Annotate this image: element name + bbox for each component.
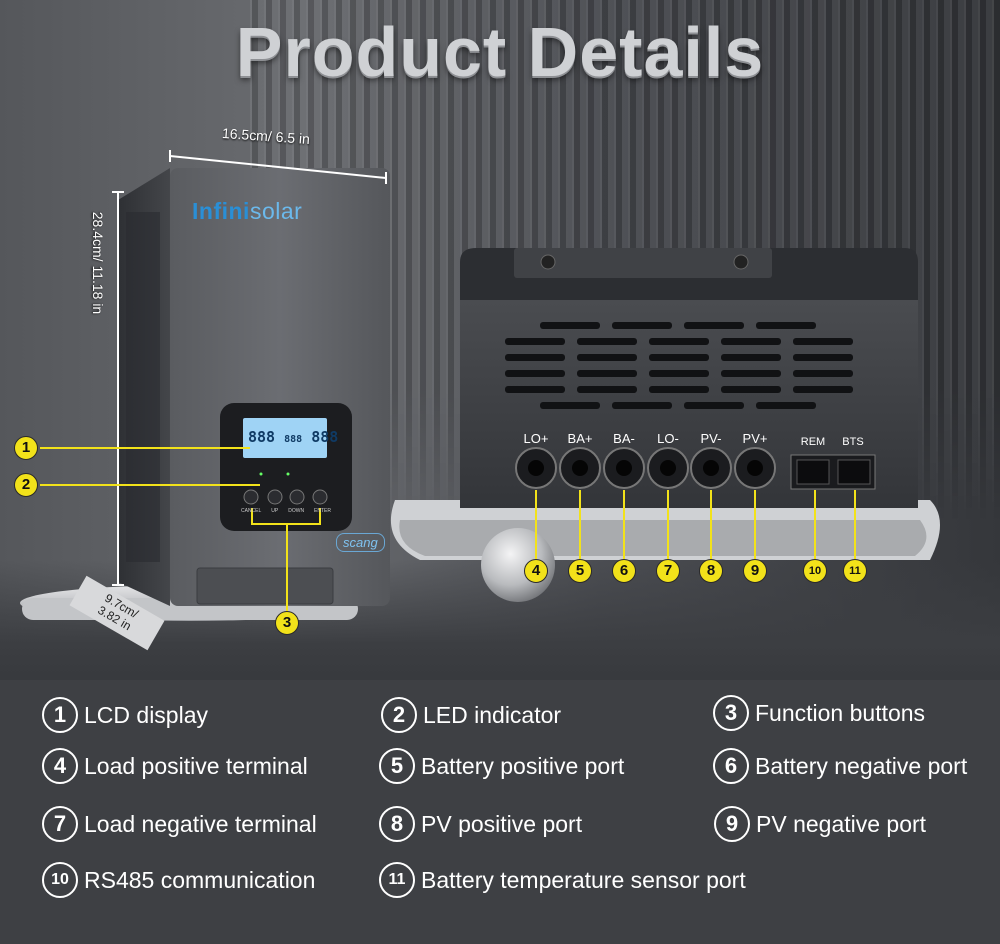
legend-panel-bg	[0, 680, 1000, 944]
legend-text-11: Battery temperature sensor port	[421, 866, 746, 893]
callout-lines	[40, 447, 856, 611]
legend-num-10: 10	[42, 862, 78, 898]
legend-num-9: 9	[714, 806, 750, 842]
legend-text-5: Battery positive port	[421, 752, 625, 779]
port-label-rem: REM	[800, 436, 826, 448]
legend-text-1: LCD display	[84, 701, 208, 728]
lcd-screen	[243, 418, 327, 458]
legend-text-7: Load negative terminal	[84, 810, 317, 837]
legend-text-3: Function buttons	[755, 699, 926, 726]
legend-text-9: PV negative port	[756, 810, 927, 837]
port-label-pv-plus: PV+	[742, 431, 768, 446]
legend-item-11: 11 Battery temperature sensor port	[379, 862, 746, 898]
port-label-lo-plus: LO+	[523, 431, 549, 446]
legend-num-1: 1	[42, 697, 78, 733]
dimension-height: 28.4cm/ 11.18 in	[90, 211, 106, 315]
callout-10: 10	[803, 559, 827, 583]
legend-text-6: Battery negative port	[755, 752, 968, 779]
callout-1: 1	[14, 436, 38, 460]
legend-item-5: 5 Battery positive port	[379, 748, 624, 784]
legend-item-6: 6 Battery negative port	[713, 748, 967, 784]
callout-8: 8	[699, 559, 723, 583]
callout-4: 4	[524, 559, 548, 583]
callout-11: 11	[843, 559, 867, 583]
callout-2: 2	[14, 473, 38, 497]
port-label-lo-minus: LO-	[657, 431, 679, 446]
legend-num-8: 8	[379, 806, 415, 842]
callout-3: 3	[275, 611, 299, 635]
vent-slots	[505, 322, 853, 409]
callout-5: 5	[568, 559, 592, 583]
legend-item-10: 10 RS485 communication	[42, 862, 315, 898]
callout-9: 9	[743, 559, 767, 583]
legend-item-7: 7 Load negative terminal	[42, 806, 317, 842]
legend-item-3: 3 Function buttons	[713, 695, 925, 731]
button-label-enter: ENTER	[314, 508, 331, 514]
legend-item-2: 2 LED indicator	[381, 697, 561, 733]
legend-item-4: 4 Load positive terminal	[42, 748, 308, 784]
model-badge: scang	[336, 533, 385, 552]
callout-7: 7	[656, 559, 680, 583]
port-label-ba-plus: BA+	[567, 431, 593, 446]
legend-num-3: 3	[713, 695, 749, 731]
port-label-ba-minus: BA-	[613, 431, 635, 446]
legend-text-2: LED indicator	[423, 701, 562, 728]
legend-num-4: 4	[42, 748, 78, 784]
button-labels: CANCEL UP DOWN ENTER	[241, 508, 331, 514]
page-title: Product Details	[235, 13, 765, 91]
button-label-cancel: CANCEL	[241, 508, 262, 514]
legend-text-8: PV positive port	[421, 810, 583, 837]
legend-item-9: 9 PV negative port	[714, 806, 926, 842]
legend-num-7: 7	[42, 806, 78, 842]
legend-num-6: 6	[713, 748, 749, 784]
legend-text-10: RS485 communication	[84, 866, 316, 893]
brand-logo: Infinisolar	[192, 198, 303, 224]
legend-item-1: 1 LCD display	[42, 697, 208, 733]
button-label-down: DOWN	[288, 508, 305, 514]
button-label-up: UP	[271, 508, 279, 514]
callout-6: 6	[612, 559, 636, 583]
port-label-pv-minus: PV-	[700, 431, 722, 446]
legend-text-4: Load positive terminal	[84, 752, 308, 779]
port-label-bts: BTS	[842, 436, 864, 448]
legend-num-5: 5	[379, 748, 415, 784]
legend-item-8: 8 PV positive port	[379, 806, 582, 842]
legend-num-11: 11	[379, 862, 415, 898]
lcd-digits: 888 888 888	[248, 428, 339, 446]
legend-num-2: 2	[381, 697, 417, 733]
terminal-connectors	[515, 447, 776, 489]
